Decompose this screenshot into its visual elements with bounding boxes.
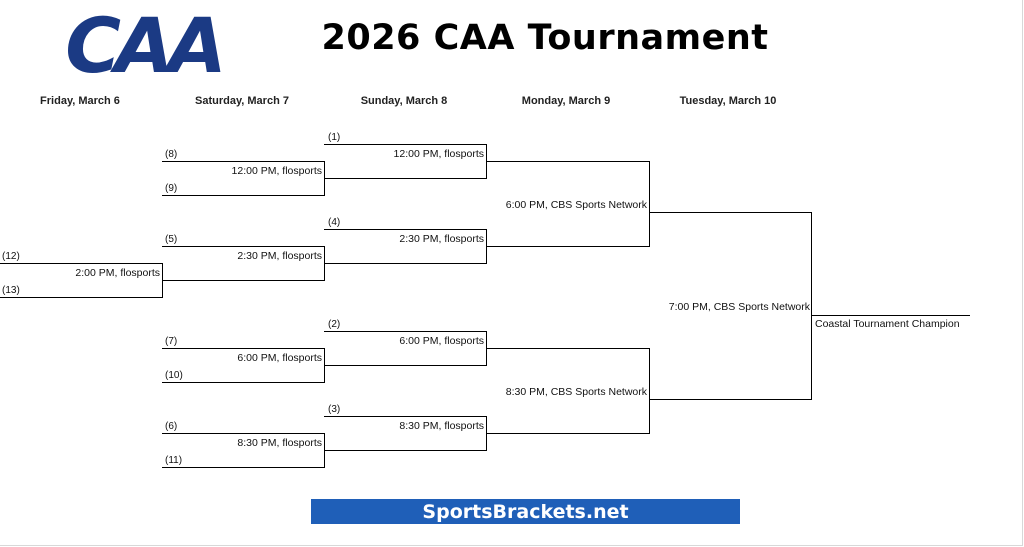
seed-label: (8) — [165, 149, 178, 160]
sportsbrackets-banner[interactable]: SportsBrackets.net — [311, 499, 740, 524]
bracket-line — [324, 144, 486, 145]
bracket-line — [162, 467, 324, 468]
bracket-line — [324, 331, 486, 332]
seed-label: (1) — [328, 132, 341, 143]
seed-label: (6) — [165, 421, 178, 432]
seed-label: (2) — [328, 319, 341, 330]
bracket-line — [324, 450, 486, 451]
day-header-sunday: Sunday, March 8 — [360, 95, 448, 107]
bracket-line — [0, 263, 162, 264]
seed-label: (3) — [328, 404, 341, 415]
bracket-line — [811, 212, 812, 400]
bracket-line — [0, 297, 162, 298]
day-header-tuesday: Tuesday, March 10 — [679, 95, 777, 107]
bracket-line — [324, 365, 486, 366]
bracket-line — [486, 161, 649, 162]
seed-label: (11) — [165, 455, 183, 466]
game-time-semifinal-2: 8:30 PM, CBS Sports Network — [505, 386, 647, 398]
bracket-line — [486, 348, 649, 349]
bracket-line — [162, 280, 324, 281]
day-header-monday: Monday, March 9 — [521, 95, 611, 107]
bracket-line — [324, 416, 486, 417]
bracket-line — [162, 433, 324, 434]
game-time-saturday-3: 6:00 PM, flosports — [237, 352, 322, 364]
day-header-saturday: Saturday, March 7 — [195, 95, 289, 107]
game-time-final: 7:00 PM, CBS Sports Network — [668, 301, 810, 313]
bracket-line — [324, 263, 486, 264]
game-time-sunday-3: 6:00 PM, flosports — [399, 335, 484, 347]
champion-label: Coastal Tournament Champion — [815, 318, 960, 330]
game-time-friday: 2:00 PM, flosports — [75, 267, 160, 279]
bracket-line — [649, 212, 811, 213]
game-time-saturday-1: 12:00 PM, flosports — [231, 165, 322, 177]
game-time-sunday-2: 2:30 PM, flosports — [399, 233, 484, 245]
bracket-line — [324, 229, 486, 230]
bracket-line — [649, 348, 650, 434]
caa-logo: CAA — [65, 10, 227, 82]
game-time-saturday-4: 8:30 PM, flosports — [237, 437, 322, 449]
day-header-friday: Friday, March 6 — [40, 95, 120, 107]
game-time-sunday-1: 12:00 PM, flosports — [393, 148, 484, 160]
bracket-line — [486, 433, 649, 434]
bracket-line — [324, 178, 486, 179]
seed-label: (10) — [165, 370, 183, 381]
seed-label: (13) — [2, 285, 20, 296]
svg-text:CAA: CAA — [65, 10, 221, 82]
bracket-line — [162, 348, 324, 349]
bracket-line — [162, 382, 324, 383]
bracket-line — [162, 161, 324, 162]
bracket-line — [162, 195, 324, 196]
champion-line — [811, 315, 970, 316]
bracket-line — [649, 399, 811, 400]
bracket-line — [649, 161, 650, 247]
bracket-line — [486, 246, 649, 247]
page-title: 2026 CAA Tournament — [321, 18, 769, 58]
seed-label: (5) — [165, 234, 178, 245]
seed-label: (12) — [2, 251, 20, 262]
game-time-semifinal-1: 6:00 PM, CBS Sports Network — [505, 199, 647, 211]
seed-label: (9) — [165, 183, 178, 194]
seed-label: (4) — [328, 217, 341, 228]
game-time-saturday-2: 2:30 PM, flosports — [237, 250, 322, 262]
game-time-sunday-4: 8:30 PM, flosports — [399, 420, 484, 432]
bracket-line — [162, 246, 324, 247]
seed-label: (7) — [165, 336, 178, 347]
